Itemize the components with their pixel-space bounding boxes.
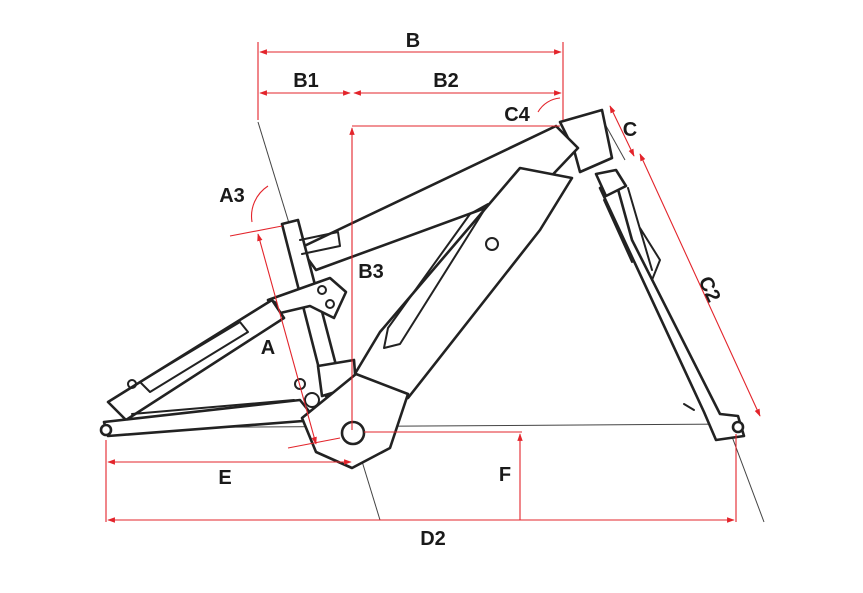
fork-dropout-tab [683,403,695,411]
seat-stay-bolt [127,379,137,389]
dimension-labels: B B1 B2 C4 C A3 B3 C2 A E F D2 [218,30,724,550]
fork-crown [594,168,628,198]
label-E: E [218,467,231,489]
label-C2: C2 [694,273,725,305]
label-C4: C4 [504,104,530,126]
dim-C-line [609,105,635,157]
label-A: A [261,337,275,359]
dim-A-ext-top [229,225,283,237]
fork-lower [598,180,746,442]
down-tube-bolt [485,237,499,251]
seat-tube-brace [299,231,341,255]
dim-C2-line [639,153,761,417]
head-axis-guide [727,425,765,523]
label-B: B [406,30,420,52]
seat-stay-inner [139,321,249,393]
label-F: F [499,464,511,486]
rear-axle [99,423,113,437]
rocker-pivot-upper [317,285,327,295]
rocker-pivot-lower [325,299,335,309]
label-B2: B2 [433,70,459,92]
dim-A3-arc [251,185,269,223]
bike-frame [99,108,746,470]
label-C: C [623,119,637,141]
label-B3: B3 [358,261,384,283]
seat-stay [106,298,286,422]
dim-A-line [257,233,317,445]
label-B1: B1 [293,70,319,92]
bottom-bracket [340,420,366,446]
dim-C4-arc [537,97,561,113]
front-axle [731,420,745,434]
dimensions [105,42,761,523]
label-A3: A3 [219,185,245,207]
label-D2: D2 [420,528,446,550]
battery-cover [383,203,489,349]
